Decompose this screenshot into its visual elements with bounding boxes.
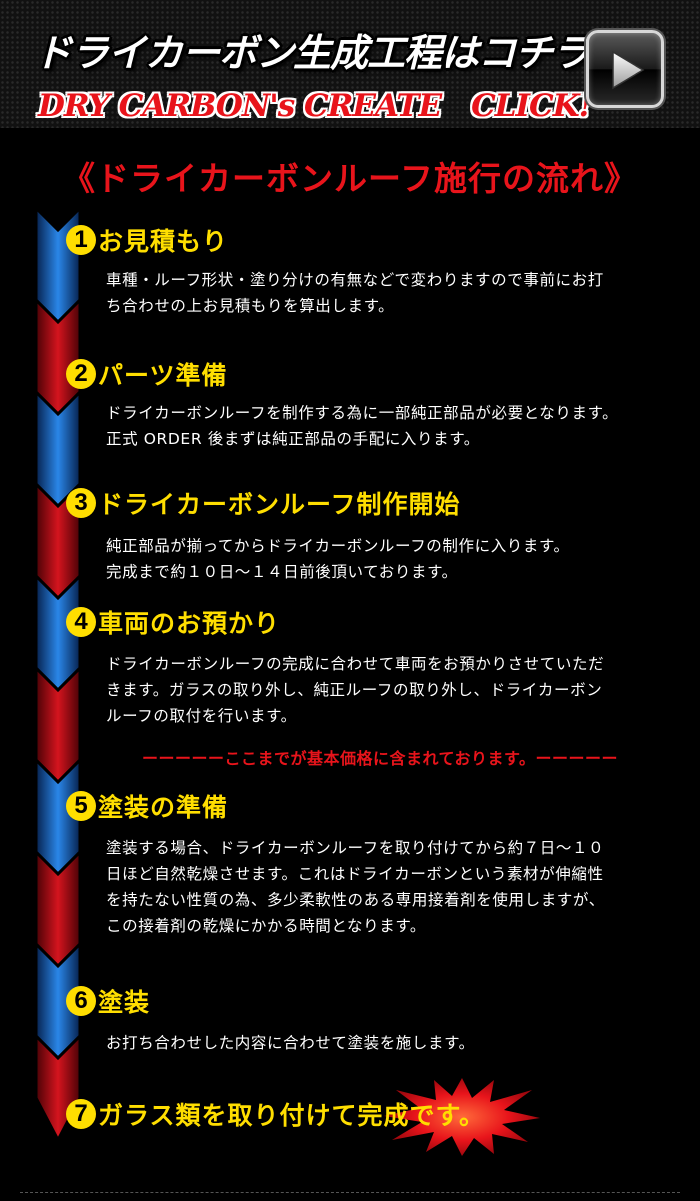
- flow-chevron-segment: [36, 849, 80, 969]
- step-3-heading: 3 ドライカーボンルーフ制作開始: [66, 485, 461, 521]
- step-3-description: 純正部品が揃ってからドライカーボンルーフの制作に入ります。 完成まで約１０日〜１…: [106, 533, 691, 585]
- step-2-heading: 2 パーツ準備: [66, 356, 228, 392]
- flow-chevron-segment: [36, 665, 80, 785]
- step-2-number: 2: [66, 359, 96, 389]
- step-5-title: 塗装の準備: [98, 793, 229, 822]
- step-7-heading: 7 ガラス類を取り付けて完成です。: [66, 1096, 485, 1132]
- step-1-heading: 1 お見積もり: [66, 222, 228, 258]
- step-2-line: ドライカーボンルーフを制作する為に一部純正部品が必要となります。: [106, 404, 619, 422]
- step-6-heading: 6 塗装: [66, 983, 150, 1019]
- step-3-line: 完成まで約１０日〜１４日前後頂いております。: [106, 563, 458, 581]
- step-7-title: ガラス類を取り付けて完成です。: [98, 1101, 486, 1130]
- flow-chevron-segment: [36, 941, 80, 1061]
- flow-chevron-segment: [36, 757, 80, 877]
- step-3-line: 純正部品が揃ってからドライカーボンルーフの制作に入ります。: [106, 537, 570, 555]
- step-5-line: この接着剤の乾燥にかかる時間となります。: [106, 917, 426, 935]
- play-triangle-icon: [612, 50, 645, 90]
- step-1-number: 1: [66, 225, 96, 255]
- step-5-description: 塗装する場合、ドライカーボンルーフを取り付けてから約７日〜１０ 日ほど自然乾燥さ…: [106, 835, 691, 939]
- step-4-number: 4: [66, 607, 96, 637]
- step-4-title: 車両のお預かり: [98, 609, 281, 638]
- step-5-line: 塗装する場合、ドライカーボンルーフを取り付けてから約７日〜１０: [106, 839, 605, 857]
- step-7-number: 7: [66, 1099, 96, 1129]
- starburst-icon: [384, 1078, 540, 1156]
- step-6-title: 塗装: [98, 988, 151, 1017]
- banner-title: ドライカーボン生成工程はコチラ: [34, 31, 590, 75]
- step-2-title: パーツ準備: [98, 361, 228, 390]
- create-banner[interactable]: ドライカーボン生成工程はコチラ DRY CARBON's CREATE CLIC…: [0, 0, 700, 128]
- banner-subtitle: DRY CARBON's CREATE CLICK!: [38, 88, 592, 124]
- step-5-line: を持たない性質の為、多少柔軟性のある専用接着剤を使用しますが、: [106, 891, 605, 909]
- flow-chevron-segment: [36, 573, 80, 693]
- step-5-number: 5: [66, 791, 96, 821]
- step-1-line: ち合わせの上お見積もりを算出します。: [106, 297, 395, 315]
- step-6-number: 6: [66, 986, 96, 1016]
- step-1-title: お見積もり: [98, 227, 229, 256]
- step-1-description: 車種・ルーフ形状・塗り分けの有無などで変わりますので事前にお打 ち合わせの上お見…: [106, 267, 691, 319]
- step-3-number: 3: [66, 488, 96, 518]
- step-5-line: 日ほど自然乾燥させます。これはドライカーボンという素材が伸縮性: [106, 865, 604, 883]
- step-4-line: ルーフの取付を行います。: [106, 707, 297, 725]
- step-5-heading: 5 塗装の準備: [66, 788, 228, 824]
- step-1-line: 車種・ルーフ形状・塗り分けの有無などで変わりますので事前にお打: [106, 271, 604, 289]
- step-2-description: ドライカーボンルーフを制作する為に一部純正部品が必要となります。 正式 ORDE…: [106, 400, 691, 452]
- flow-chevron-segment: [36, 389, 80, 509]
- base-price-note: ーーーーーここまでが基本価格に含まれております。ーーーーー: [142, 749, 618, 768]
- flow-chevron-segment: [36, 297, 80, 417]
- step-4-line: きます。ガラスの取り外し、純正ルーフの取り外し、ドライカーボン: [106, 681, 603, 699]
- section-title: 《ドライカーボンルーフ施行の流れ》: [61, 159, 639, 198]
- flow-arrow-column: [36, 208, 80, 1144]
- step-4-line: ドライカーボンルーフの完成に合わせて車両をお預かりさせていただ: [106, 655, 605, 673]
- step-2-line: 正式 ORDER 後まずは純正部品の手配に入ります。: [106, 430, 480, 448]
- bottom-divider: [20, 1192, 680, 1193]
- step-4-heading: 4 車両のお預かり: [66, 604, 280, 640]
- step-6-line: お打ち合わせした内容に合わせて塗装を施します。: [106, 1034, 475, 1052]
- step-6-description: お打ち合わせした内容に合わせて塗装を施します。: [106, 1030, 691, 1056]
- play-button[interactable]: [586, 30, 664, 108]
- step-3-title: ドライカーボンルーフ制作開始: [98, 490, 461, 519]
- step-4-description: ドライカーボンルーフの完成に合わせて車両をお預かりさせていただ きます。ガラスの…: [106, 651, 691, 729]
